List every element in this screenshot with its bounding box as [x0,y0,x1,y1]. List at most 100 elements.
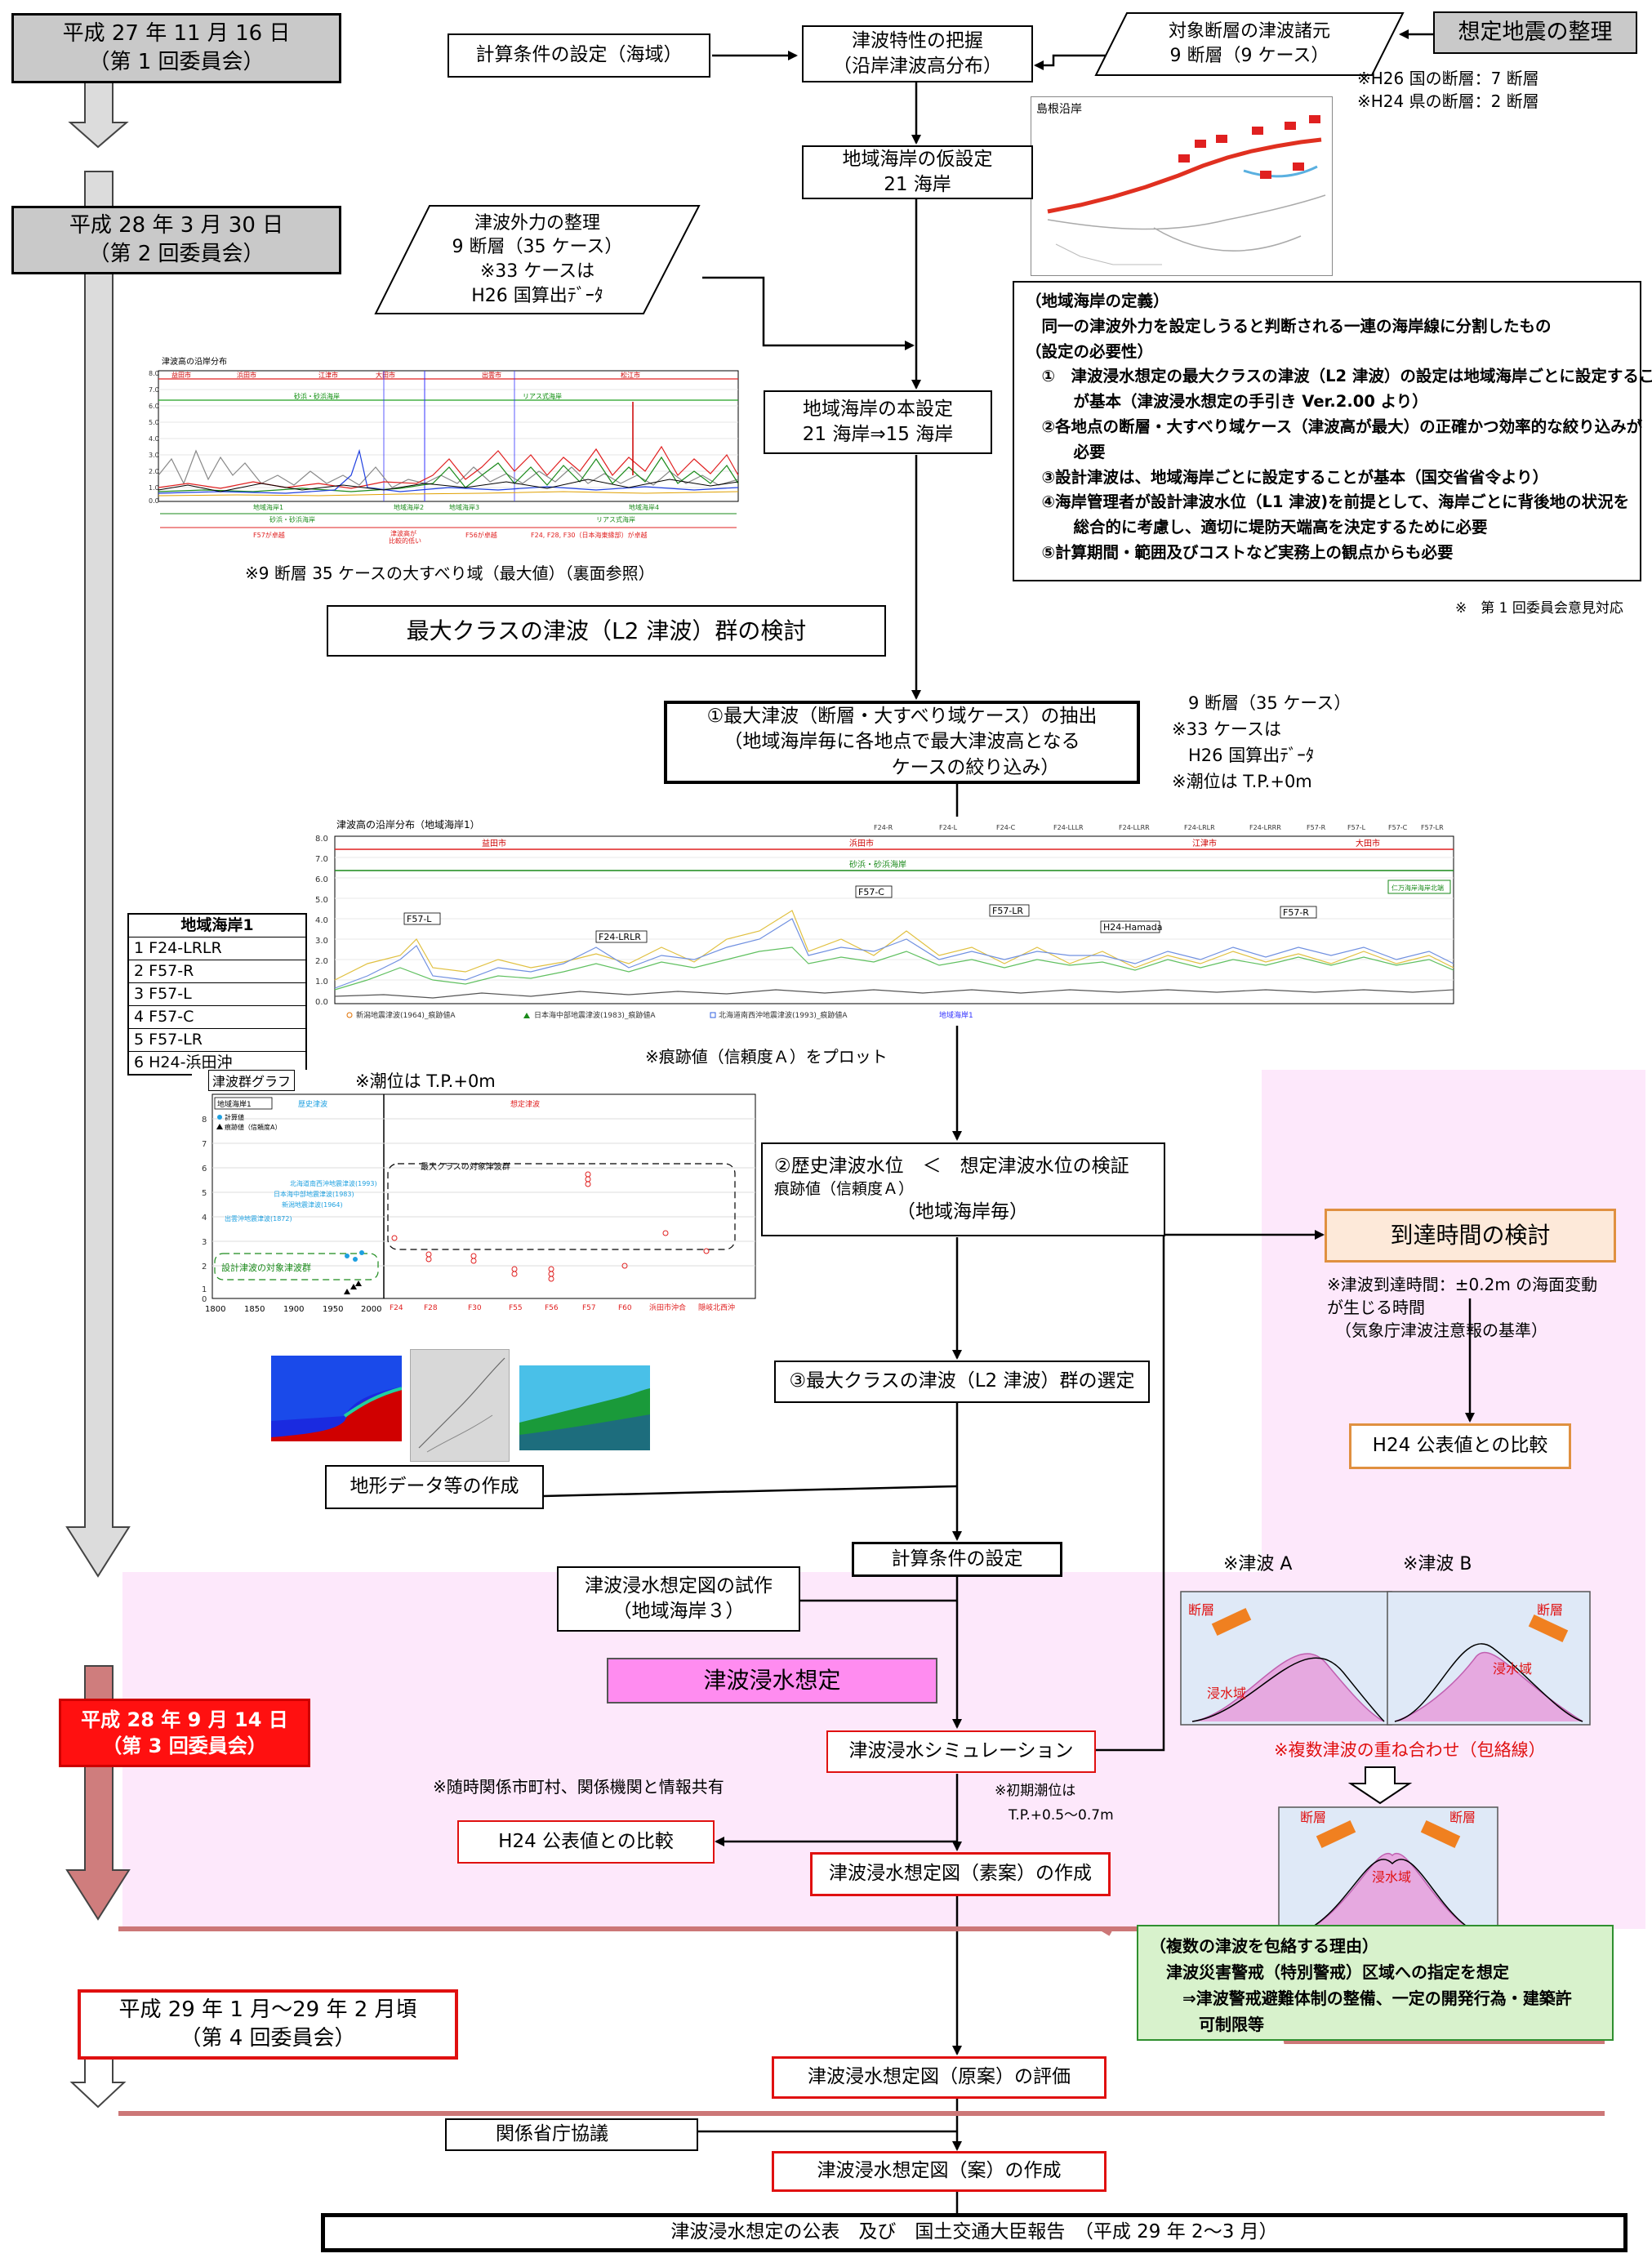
group-graph-title: 津波群グラフ [208,1070,296,1091]
combined-fault-right: 断層 [1449,1810,1476,1825]
evaluation-label: 津波浸水想定図（原案）の評価 [808,2066,1071,2088]
svg-text:痕跡値（信頼度A）: 痕跡値（信頼度A） [225,1123,281,1131]
milestone-2-label: （第 2 回委員会） [88,242,265,266]
h24-compare-label: H24 公表値との比較 [498,1830,674,1852]
definition-line-10: ⑤計算期間・範囲及びコストなど実務上の観点からも必要 [1026,542,1454,562]
landuse-graphic [519,1388,650,1450]
milestone-committee-3: 平成 28 年 9 月 14 日 （第 3 回委員会） [59,1699,310,1767]
l2-study-title-label: 最大クラスの津波（L2 津波）群の検討 [406,617,807,644]
svg-text:F57-R: F57-R [1307,824,1326,831]
svg-text:6: 6 [202,1165,207,1174]
svg-text:設計津波の対象津波群: 設計津波の対象津波群 [221,1262,311,1273]
step1-note-3: H26 国算出ﾃﾞｰﾀ [1188,746,1315,765]
milestone-committee-4: 平成 29 年 1 月〜29 年 2 月頃 （第 4 回委員会） [78,1989,458,2060]
terrain-data-box: 地形データ等の作成 [325,1465,544,1509]
draft-map-label: 津波浸水想定図（素案）の作成 [829,1863,1092,1885]
svg-text:地域海岸2: 地域海岸2 [394,503,424,511]
terrain-image-landuse [519,1365,650,1450]
svg-text:F57-LR: F57-LR [992,906,1023,916]
svg-text:出雲沖地震津波(1872): 出雲沖地震津波(1872) [225,1214,292,1223]
svg-text:F57-L: F57-L [407,914,432,924]
final-report-box: 津波浸水想定の公表 及び 国土交通大臣報告 （平成 29 年 2〜3 月） [321,2213,1628,2252]
external-force-line3: ※33 ケースは [479,261,595,282]
svg-text:0.0: 0.0 [149,497,159,505]
trial-map-box: 津波浸水想定図の試作 （地域海岸３） [557,1566,800,1632]
svg-text:F24-LRLR: F24-LRLR [599,932,641,942]
fault-spec-line2: 9 断層（9 ケース） [1169,46,1329,66]
svg-text:4.0: 4.0 [315,916,328,925]
arrival-note-3: （気象庁津波注意報の基準） [1335,1321,1547,1340]
ministries-label: 関係省庁協議 [496,2123,608,2145]
combine-label: ※複数津波の重ね合わせ（包絡線） [1274,1740,1546,1760]
step2-verify-box: ②歴史津波水位 ＜ 想定津波水位の検証 痕跡値（信頼度Ａ） （地域海岸毎） [761,1142,1165,1236]
svg-text:隠岐北西沖: 隠岐北西沖 [698,1303,735,1312]
svg-text:0.0: 0.0 [315,998,328,1007]
svg-text:地域海岸1: 地域海岸1 [253,503,283,511]
region1-list-row: 6 H24-浜田沖 [129,1051,305,1074]
svg-text:4: 4 [202,1214,207,1223]
tsunami-characteristics-box: 津波特性の把握 （沿岸津波高分布） [802,25,1033,82]
svg-text:仁万海岸海岸北端: 仁万海岸海岸北端 [1392,884,1444,892]
svg-text:F55: F55 [509,1304,523,1312]
svg-text:F24-LLRR: F24-LLRR [1119,824,1150,831]
svg-text:5: 5 [202,1189,207,1198]
step2-line1: ②歴史津波水位 ＜ 想定津波水位の検証 [774,1155,1129,1177]
note-h24-faults: ※H24 県の断層：2 断層 [1357,91,1539,111]
external-force-shape [374,205,701,314]
svg-text:F28: F28 [424,1304,438,1312]
scenario-a-label: ※津波 A [1223,1554,1293,1574]
svg-text:F56が卓越: F56が卓越 [465,531,497,539]
bathymetry-graphic [271,1356,402,1437]
svg-text:江津市: 江津市 [1192,838,1217,848]
svg-text:地域海岸3: 地域海岸3 [449,503,479,511]
svg-text:2.0: 2.0 [315,957,328,966]
step1-line1: ①最大津波（断層・大すべり域ケース）の抽出 [706,706,1098,728]
step1-line2: （地域海岸毎に各地点で最大津波高となる [724,731,1080,753]
region1-list-row: 5 F57-LR [129,1028,305,1051]
svg-text:大田市: 大田市 [376,371,395,379]
svg-text:想定津波: 想定津波 [510,1099,540,1109]
svg-text:F24: F24 [390,1304,403,1312]
definition-line-0: （地域海岸の定義） [1026,292,1169,310]
svg-text:砂浜・砂浜海岸: 砂浜・砂浜海岸 [269,515,315,523]
draft-plan-box: 津波浸水想定図（案）の作成 [772,2151,1107,2192]
svg-text:F24-C: F24-C [996,824,1016,831]
svg-text:益田市: 益田市 [482,838,506,848]
grid-graphic [418,1357,505,1453]
combined-diagram [1278,1806,1498,1941]
svg-text:浜田市: 浜田市 [237,371,256,379]
definition-line-2: （設定の必要性） [1026,341,1154,361]
group-graph-tide: ※潮位は T.P.+0m [355,1071,496,1091]
simulation-label: 津波浸水シミュレーション [848,1740,1074,1762]
fault-spec-shape [1094,12,1405,76]
definition-line-7: ③設計津波は、地域海岸ごとに設定することが基本（国交省省令より） [1026,467,1549,487]
step2-line3: （地域海岸毎） [897,1201,1028,1223]
svg-text:津波高の沿岸分布（地域海岸1）: 津波高の沿岸分布（地域海岸1） [336,818,480,831]
svg-text:日本海中部地震津波(1983)_痕跡値A: 日本海中部地震津波(1983)_痕跡値A [534,1010,656,1020]
step1-extract-box: ①最大津波（断層・大すべり域ケース）の抽出 （地域海岸毎に各地点で最大津波高とな… [664,701,1140,784]
svg-text:1950: 1950 [323,1305,343,1314]
terrain-data-label: 地形データ等の作成 [350,1476,519,1498]
final-report-label: 津波浸水想定の公表 及び 国土交通大臣報告 （平成 29 年 2〜3 月） [670,2221,1278,2243]
svg-text:1850: 1850 [244,1305,265,1314]
combined-flood: 浸水域 [1372,1869,1412,1885]
svg-text:津波高が: 津波高が [390,529,416,537]
milestone-3-label: （第 3 回委員会） [102,1735,267,1757]
svg-text:6.0: 6.0 [315,875,328,884]
inundation-title-box: 津波浸水想定 [607,1658,937,1704]
region-temp-box: 地域海岸の仮設定 21 海岸 [802,145,1033,199]
arrival-note-1: ※津波到達時間：±0.2m の海面変動 [1327,1275,1598,1294]
arrival-time-box: 到達時間の検討 [1325,1209,1616,1263]
svg-text:地域海岸1: 地域海岸1 [217,1099,252,1109]
svg-text:浜田市沖合: 浜田市沖合 [649,1303,686,1312]
draft-plan-label: 津波浸水想定図（案）の作成 [817,2160,1062,2182]
svg-text:8.0: 8.0 [149,370,159,377]
terrain-image-grid [410,1349,510,1462]
svg-text:北海道南西沖地震津波(1993): 北海道南西沖地震津波(1993) [290,1179,377,1187]
definition-line-4: が基本（津波浸水想定の手引き Ver.2.00 より） [1026,392,1428,412]
ministries-box: 関係省庁協議 [445,2118,698,2151]
scenario-a-flood: 浸水域 [1207,1686,1247,1701]
